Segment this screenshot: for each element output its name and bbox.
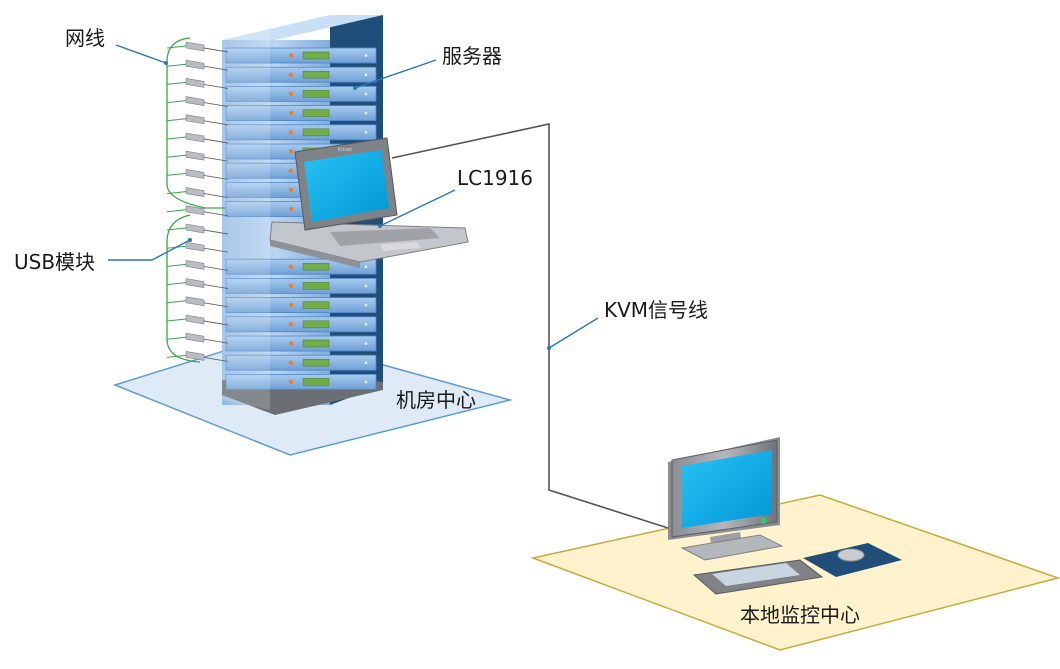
leader-network-cable — [115, 44, 167, 64]
leader-dot-kvm — [547, 346, 551, 350]
server-unit — [225, 335, 377, 352]
leader-kvm-cable — [548, 317, 599, 349]
label-kvm-cable: KVM信号线 — [604, 298, 709, 322]
console-touchpad — [380, 242, 420, 251]
monitor-power-led — [761, 518, 767, 524]
usb-connector — [166, 169, 229, 180]
usb-connector — [166, 78, 229, 89]
console-brand: Kinan — [338, 147, 352, 153]
server-unit — [225, 354, 377, 371]
server-unit — [225, 258, 377, 275]
usb-connector — [166, 223, 229, 235]
usb-connector-column — [166, 41, 229, 362]
usb-connector — [166, 351, 229, 362]
server-unit — [225, 105, 377, 121]
usb-connector — [166, 150, 229, 162]
label-local-monitor: 本地监控中心 — [740, 603, 860, 627]
server-unit — [225, 47, 377, 64]
usb-connector — [166, 296, 229, 308]
usb-connector — [166, 332, 229, 344]
rack-glass-front — [222, 30, 270, 410]
usb-connector — [166, 278, 229, 290]
server-unit — [225, 86, 377, 102]
leader-lc1916 — [379, 189, 456, 227]
local-workstation — [668, 437, 902, 595]
leader-dot-lc1916 — [378, 224, 382, 228]
kvm-signal-cable — [391, 123, 669, 529]
server-unit — [225, 297, 377, 314]
label-server: 服务器 — [442, 44, 502, 68]
server-unit — [225, 124, 377, 141]
label-usb-module: USB模块 — [14, 250, 96, 274]
console-tray-front — [270, 240, 360, 268]
usb-connector — [166, 205, 229, 217]
usb-connector — [166, 96, 229, 108]
leader-server — [354, 59, 437, 89]
usb-connector — [166, 314, 229, 326]
server-unit — [225, 66, 377, 83]
leader-dot-network — [164, 61, 168, 65]
monitor-screen — [682, 450, 772, 528]
usb-connector — [166, 260, 229, 271]
keyboard-keys — [712, 563, 800, 586]
server-unit — [225, 277, 377, 294]
network-cable-bundle-bottom — [166, 214, 201, 363]
usb-connector — [166, 132, 229, 144]
usb-connector — [166, 114, 229, 126]
label-machine-room: 机房中心 — [396, 388, 476, 412]
usb-connector — [166, 41, 229, 53]
network-cable-bundle-top — [166, 37, 225, 209]
usb-connector — [166, 187, 229, 199]
rack-top — [222, 15, 383, 40]
usb-connector — [166, 59, 229, 71]
server-unit — [225, 316, 377, 333]
console-keyboard — [330, 228, 440, 246]
server-unit — [225, 373, 377, 390]
label-network-cable: 网线 — [65, 26, 105, 50]
lc1916-console: Kinan — [269, 137, 469, 268]
leader-dot-server — [353, 86, 357, 90]
leader-dot-usb — [188, 238, 192, 242]
mouse — [837, 548, 865, 562]
console-screen — [304, 150, 389, 222]
monitor-base — [680, 534, 784, 561]
label-lc1916: LC1916 — [457, 166, 534, 190]
leader-usb-module — [108, 239, 191, 261]
